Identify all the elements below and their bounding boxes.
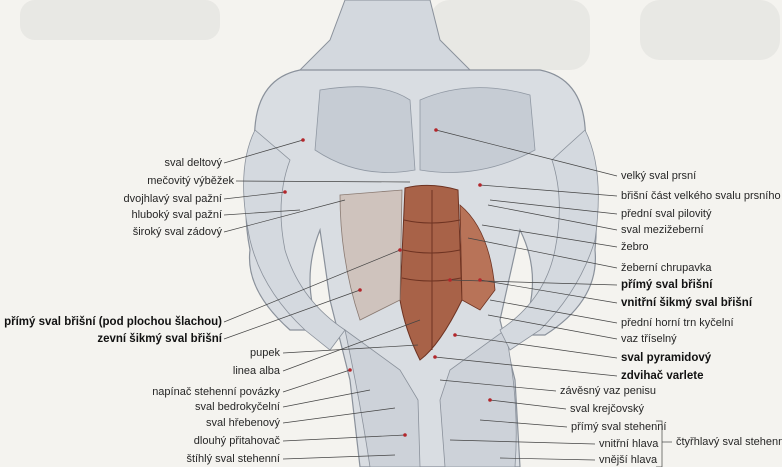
label-deltoid: sval deltový (165, 157, 222, 170)
label-pectineus: sval hřebenový (206, 417, 280, 430)
label-gracilis: štíhlý sval stehenní (186, 453, 280, 466)
label-inguinal-ligament: vaz tříselný (621, 333, 677, 346)
label-biceps: dvojhlavý sval pažní (124, 193, 222, 206)
label-external-oblique: zevní šikmý sval břišní (97, 333, 222, 346)
label-cremaster: zdvihač varlete (621, 370, 703, 383)
label-rectus-abdominis: přímý sval břišní (621, 279, 712, 292)
label-pectoralis-abdominal-part: břišní část velkého svalu prsního (621, 190, 781, 203)
label-rib: žebro (621, 241, 649, 254)
label-latissimus: široký sval zádový (133, 226, 222, 239)
label-pyramidalis: sval pyramidový (621, 352, 711, 365)
label-quadriceps-group: čtyřhlavý sval stehenní (676, 436, 782, 449)
label-suspensory-ligament: závěsný vaz penisu (560, 385, 656, 398)
label-xiphoid-process: mečovitý výběžek (147, 175, 234, 188)
label-adductor-longus: dlouhý přitahovač (194, 435, 280, 448)
label-linea-alba: linea alba (233, 365, 280, 378)
label-rectus-femoris: přímý sval stehenní (571, 421, 666, 434)
label-costal-cartilage: žeberní chrupavka (621, 262, 712, 275)
label-tensor-fasciae-latae: napínač stehenní povázky (152, 386, 280, 399)
label-rectus-under-sheath: přímý sval břišní (pod plochou šlachou) (4, 316, 222, 329)
label-iliopsoas: sval bedrokyčelní (195, 401, 280, 414)
label-pectoralis-major: velký sval prsní (621, 170, 696, 183)
body-figure (244, 0, 599, 467)
label-intercostal: sval mezižeberní (621, 224, 704, 237)
label-anterior-superior-iliac-spine: přední horní trn kyčelní (621, 317, 734, 330)
label-internal-oblique: vnitřní šikmý sval břišní (621, 297, 752, 310)
label-vastus-lateralis: vnější hlava (599, 454, 657, 467)
label-navel: pupek (250, 347, 280, 360)
label-brachialis: hluboký sval pažní (132, 209, 223, 222)
label-vastus-medialis: vnitřní hlava (599, 438, 658, 451)
label-serratus-anterior: přední sval pilovitý (621, 208, 712, 221)
label-sartorius: sval krejčovský (570, 403, 644, 416)
